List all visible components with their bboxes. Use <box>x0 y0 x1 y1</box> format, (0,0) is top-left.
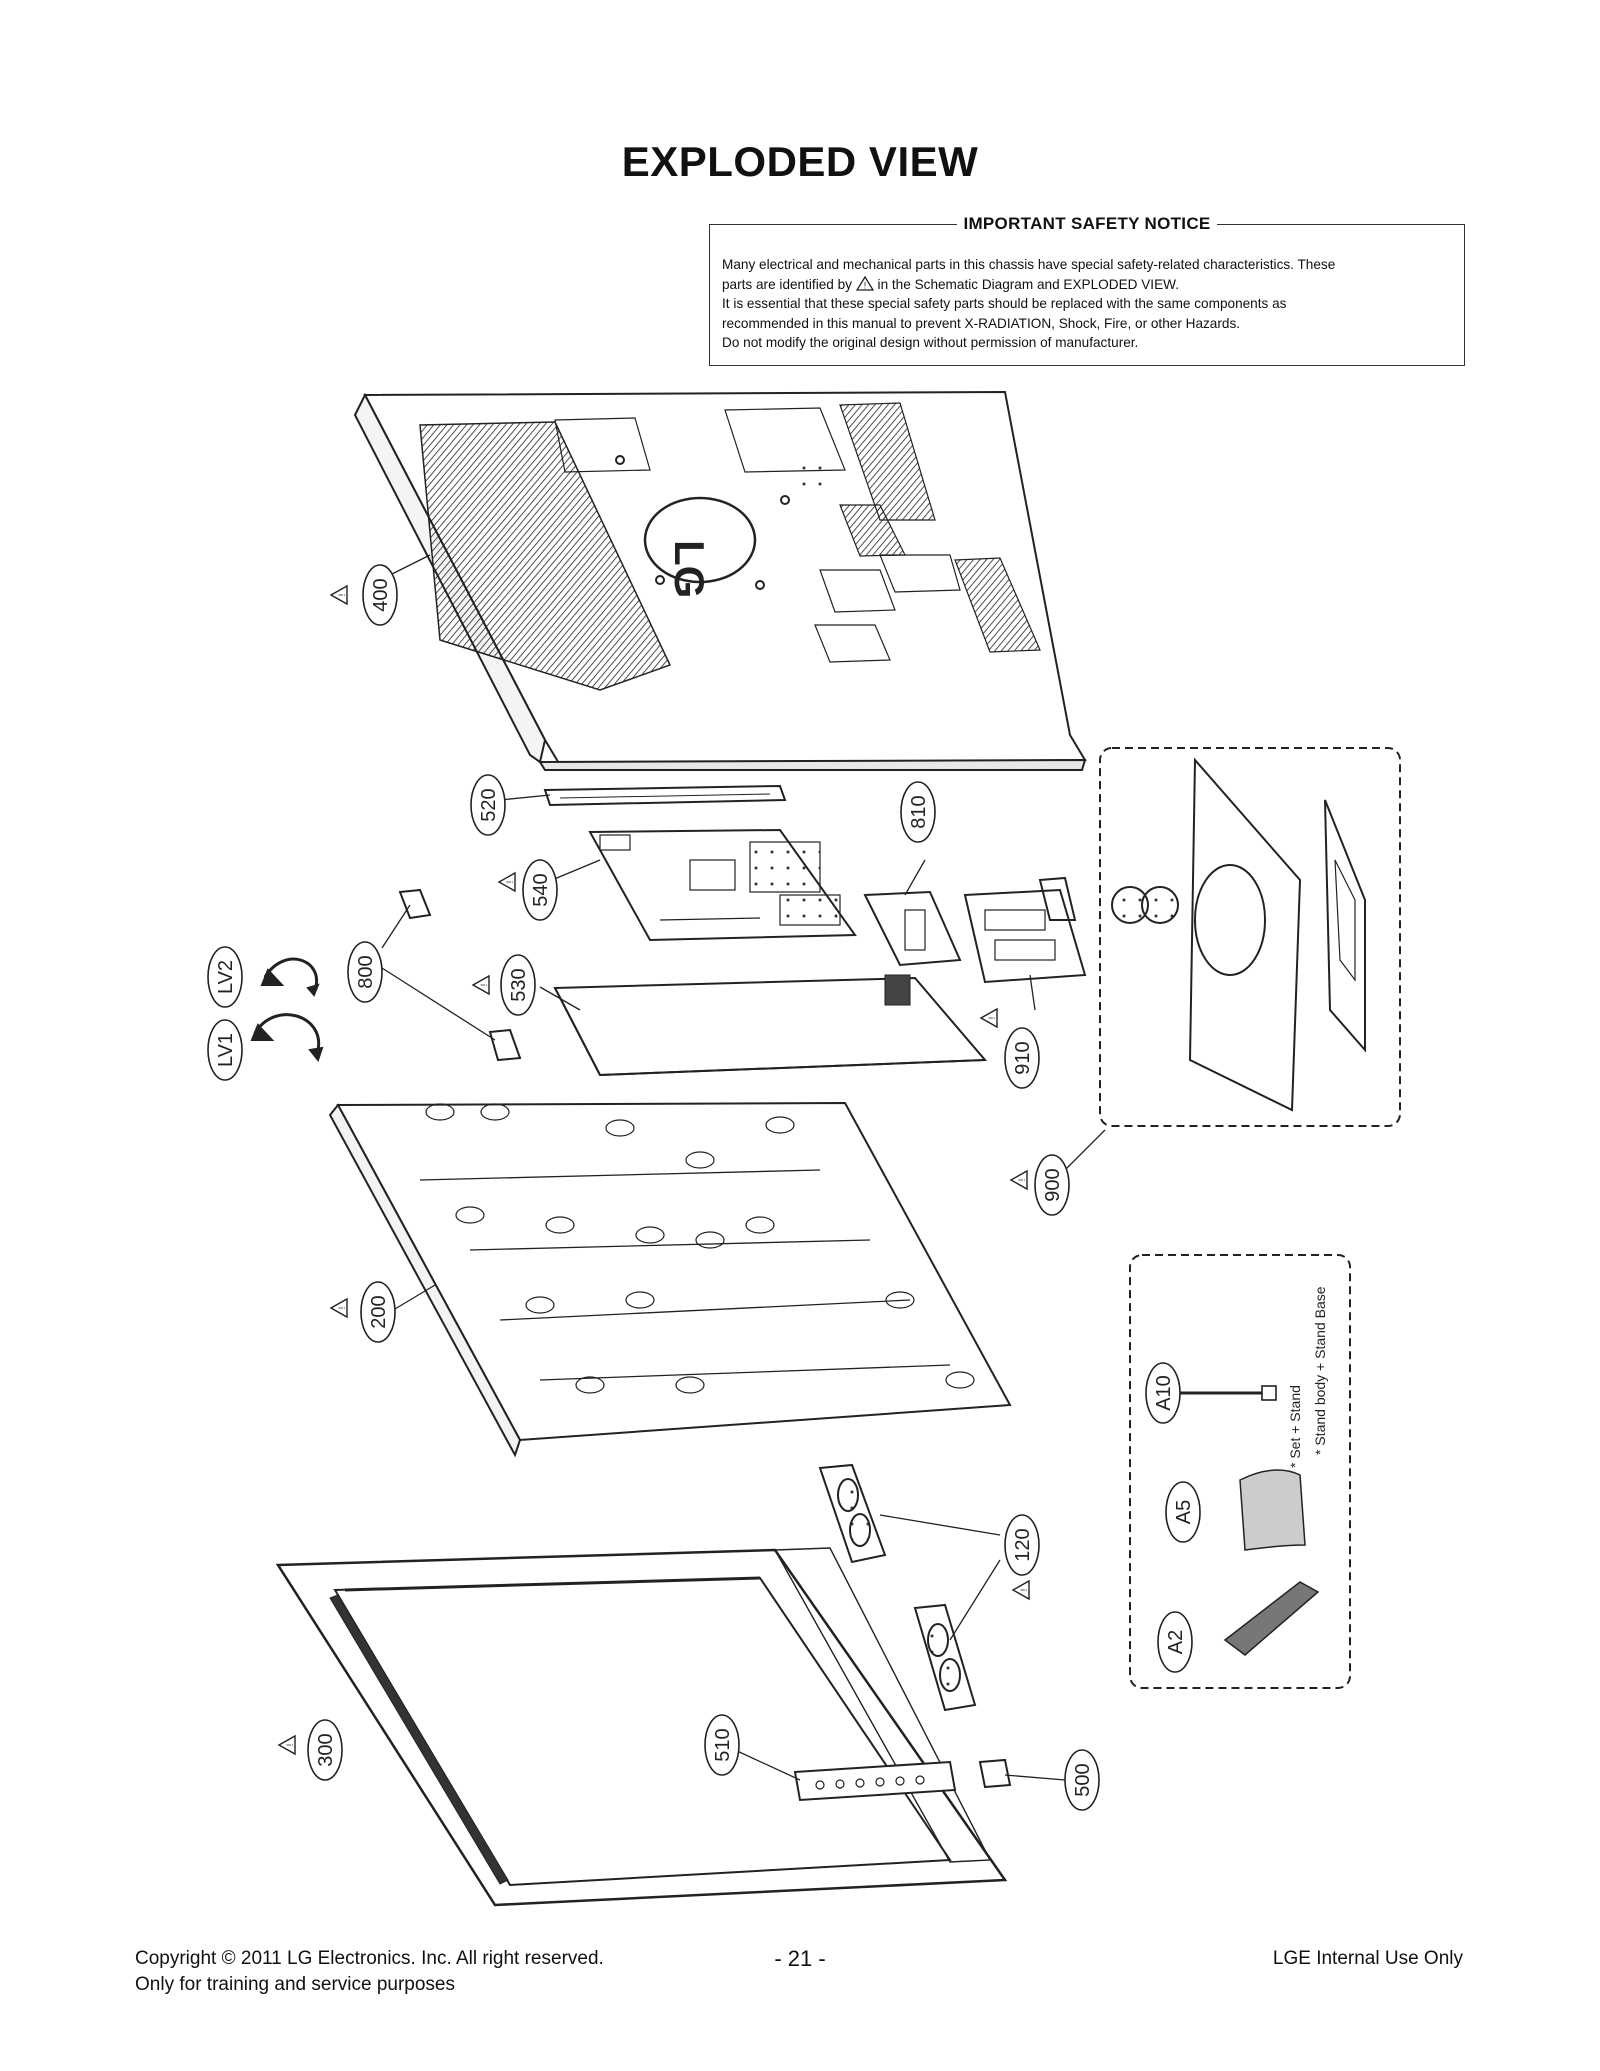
lv-clip-part <box>250 957 324 1063</box>
callout-530: 530 <box>500 954 536 1016</box>
svg-text:LV2: LV2 <box>215 960 237 994</box>
callout-300: 300 <box>307 1719 343 1781</box>
safety-notice-box: IMPORTANT SAFETY NOTICE Many electrical … <box>709 214 1465 366</box>
back-cover-part: LG <box>353 390 1087 771</box>
svg-text:540: 540 <box>530 873 552 906</box>
copyright-text: Copyright © 2011 LG Electronics. Inc. Al… <box>135 1948 604 1969</box>
power-supply-part <box>963 876 1087 984</box>
warning-triangle-icon: ! <box>329 1297 348 1319</box>
accessory-group <box>1129 1254 1351 1689</box>
warning-triangle-icon: ! <box>979 1007 998 1029</box>
svg-text:!: ! <box>987 1017 997 1020</box>
footer-copyright-block: Copyright © 2011 LG Electronics. Inc. Al… <box>135 1946 604 1998</box>
callout-lv2: LV2 <box>207 946 243 1008</box>
svg-text:510: 510 <box>712 1728 734 1761</box>
clip-part <box>398 888 522 1062</box>
io-bracket-part <box>543 784 787 807</box>
notice-line-1: Many electrical and mechanical parts in … <box>722 257 1336 272</box>
callout-a2: A2 <box>1157 1611 1193 1673</box>
svg-text:!: ! <box>1017 1179 1027 1182</box>
svg-text:810: 810 <box>908 795 930 828</box>
callout-a5: A5 <box>1165 1481 1201 1543</box>
svg-text:520: 520 <box>478 788 500 821</box>
exploded-view-drawing: LG <box>207 390 1401 1907</box>
svg-text:500: 500 <box>1072 1763 1094 1796</box>
svg-text:200: 200 <box>368 1295 390 1328</box>
page-number: - 21 - <box>774 1946 826 1971</box>
stand-assembly-group <box>1099 747 1401 1127</box>
svg-text:!: ! <box>337 1307 347 1310</box>
warning-triangle-icon: ! <box>471 974 490 996</box>
shield-cover-part <box>553 974 988 1077</box>
svg-text:800: 800 <box>355 955 377 988</box>
note-set-stand: * Set + Stand <box>1287 1385 1303 1468</box>
warning-triangle-icon: ! <box>1009 1169 1028 1191</box>
callout-a10: A10 <box>1145 1362 1181 1424</box>
callout-510: 510 <box>704 1714 740 1776</box>
warning-triangle-icon: ! <box>497 871 516 893</box>
svg-text:A2: A2 <box>1165 1630 1187 1654</box>
svg-text:!: ! <box>285 1744 295 1747</box>
leader-lines <box>381 554 1106 1781</box>
warning-triangle-icon: ! <box>855 275 874 291</box>
training-text: Only for training and service purposes <box>135 1974 455 1995</box>
notice-line-4: recommended in this manual to prevent X-… <box>722 315 1241 331</box>
page-title: EXPLODED VIEW <box>621 138 979 185</box>
svg-text:400: 400 <box>370 578 392 611</box>
backlight-frame-part <box>328 1101 1012 1458</box>
small-board-part <box>978 1758 1012 1789</box>
notice-line-3: It is essential that these special safet… <box>722 296 1287 311</box>
svg-text:120: 120 <box>1012 1528 1034 1561</box>
speaker-part <box>818 1463 977 1712</box>
svg-text:900: 900 <box>1042 1168 1064 1201</box>
key-board-part <box>793 1760 957 1802</box>
warning-triangle-icon: ! <box>329 584 348 606</box>
warning-triangle-icon: ! <box>277 1734 296 1756</box>
svg-text:A5: A5 <box>1173 1500 1195 1524</box>
notice-line-5: Do not modify the original design withou… <box>722 335 1139 350</box>
tape-part <box>1239 1469 1306 1551</box>
callout-500: 500 <box>1064 1749 1100 1811</box>
svg-text:!: ! <box>864 280 867 290</box>
svg-text:910: 910 <box>1012 1041 1034 1074</box>
callout-540: 540 <box>522 859 558 921</box>
callout-520: 520 <box>470 774 506 836</box>
callout-400: 400 <box>362 564 398 626</box>
callout-120: 120 <box>1004 1514 1040 1576</box>
safety-notice-text: Many electrical and mechanical parts in … <box>722 255 1452 353</box>
safety-notice-heading: IMPORTANT SAFETY NOTICE <box>710 214 1464 234</box>
svg-text:!: ! <box>1019 1589 1029 1592</box>
callout-900: 900 <box>1034 1154 1070 1216</box>
callout-lv1: LV1 <box>207 1019 243 1081</box>
svg-text:300: 300 <box>315 1733 337 1766</box>
svg-text:LV1: LV1 <box>215 1033 237 1067</box>
callout-800: 800 <box>347 941 383 1003</box>
main-board-part <box>588 828 857 942</box>
svg-text:A10: A10 <box>1153 1375 1175 1411</box>
svg-text:530: 530 <box>508 968 530 1001</box>
callout-910: 910 <box>1004 1027 1040 1089</box>
note-stand-body-base: * Stand body + Stand Base <box>1312 1286 1328 1455</box>
svg-text:!: ! <box>337 594 347 597</box>
internal-use-text: LGE Internal Use Only <box>1272 1948 1463 1969</box>
notice-line-2: parts are identified by ! in the Schemat… <box>722 275 1179 292</box>
stand-cover-part <box>1223 1581 1320 1656</box>
callout-200: 200 <box>360 1281 396 1343</box>
callout-810: 810 <box>900 781 936 843</box>
front-bezel-part <box>275 1547 1008 1907</box>
lg-logo: LG <box>666 540 713 598</box>
svg-text:!: ! <box>479 984 489 987</box>
warning-triangle-icon: ! <box>1011 1579 1030 1601</box>
power-bracket-part <box>863 890 962 967</box>
svg-text:!: ! <box>505 881 515 884</box>
